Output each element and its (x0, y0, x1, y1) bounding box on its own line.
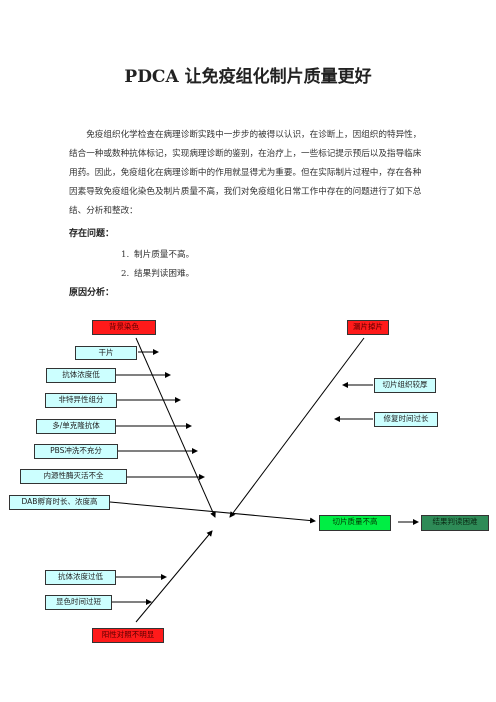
problem-number: 2. (121, 269, 130, 279)
problem-item: 1. 制片质量不高。 (121, 248, 194, 260)
bone-top-right (229, 337, 365, 518)
intro-paragraph: 免疫组织化学检查在病理诊断实践中一步步的被得以认识，在诊断上，因组织的特异性，结… (69, 130, 422, 216)
cause-box: 抗体浓度低 (46, 368, 116, 383)
cause-box: 切片组织较厚 (374, 378, 436, 393)
bone-top-left (135, 337, 216, 518)
problem-item: 2. 结果判读困难。 (121, 267, 194, 279)
cause-box: 显色时间过短 (45, 595, 112, 610)
problem-number: 1. (121, 250, 130, 260)
cause-box: 修复时间过长 (374, 412, 438, 427)
problems-heading: 存在问题： (69, 229, 115, 239)
problem-text: 结果判读困难。 (134, 269, 195, 279)
cause-box: PBS冲洗不充分 (34, 444, 118, 459)
result-box: 切片质量不高 (319, 515, 391, 531)
cause-box: 抗体浓度过低 (45, 570, 116, 585)
problem-text: 制片质量不高。 (134, 250, 195, 260)
category-box-background-staining: 背景染色 (92, 320, 156, 335)
cause-box: 内源性酶灭活不全 (20, 469, 127, 484)
cause-box: 非特异性组分 (45, 393, 117, 408)
category-box-positive-control: 阳性对照不明显 (92, 628, 164, 643)
analysis-heading: 原因分析： (69, 288, 115, 298)
cause-box: 多/单克隆抗体 (36, 419, 116, 434)
bone-bottom-left (135, 530, 213, 623)
cause-box: DAB孵育时长、浓度高 (9, 495, 110, 510)
document-title: PDCA 让免疫组化制片质量更好 (124, 67, 372, 87)
outcome-box: 结果判读困难 (421, 515, 489, 531)
category-box-section-loss: 漏片掉片 (347, 320, 389, 335)
cause-box: 干片 (75, 346, 137, 360)
